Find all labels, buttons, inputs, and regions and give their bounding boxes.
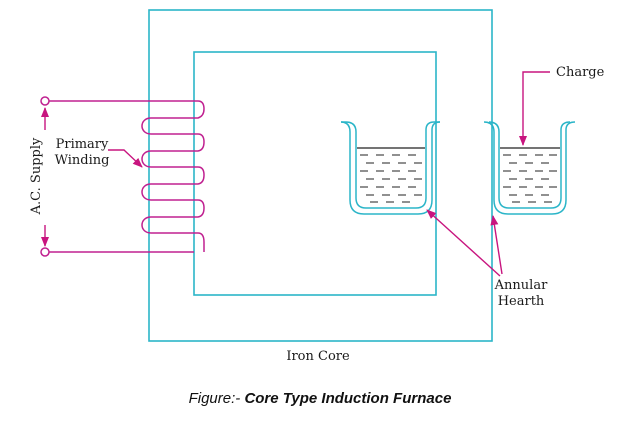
supply-terminal-top	[40, 96, 50, 106]
figure-caption-title: Core Type Induction Furnace	[244, 390, 452, 407]
charge-label: Charge	[556, 65, 605, 80]
annular-hearth-label-line1: Annular	[494, 278, 548, 293]
supply-terminal-bottom	[40, 247, 50, 257]
annular-hearth-label-line2: Hearth	[498, 294, 545, 309]
iron-core-outer	[148, 9, 493, 342]
primary-winding-label-line1: Primary	[56, 137, 109, 152]
figure-caption-prefix: Figure:-	[188, 390, 245, 407]
ac-supply-label: A.C. Supply	[29, 137, 44, 215]
iron-core-inner	[193, 51, 437, 296]
primary-winding	[45, 100, 205, 253]
charge-liquid-right	[500, 147, 560, 203]
annular-hearth-pointer-right	[490, 215, 503, 275]
charge-pointer	[519, 71, 550, 146]
primary-winding-pointer	[108, 149, 143, 168]
iron-core-label: Iron Core	[286, 349, 350, 364]
charge-liquid-left	[357, 147, 425, 203]
annular-hearth-right	[483, 121, 576, 215]
figure-caption: Figure:- Core Type Induction Furnace	[0, 390, 640, 407]
annular-hearth-pointer-left	[426, 209, 501, 277]
primary-winding-label-line2: Winding	[55, 153, 110, 168]
annular-hearth-left	[340, 121, 441, 215]
